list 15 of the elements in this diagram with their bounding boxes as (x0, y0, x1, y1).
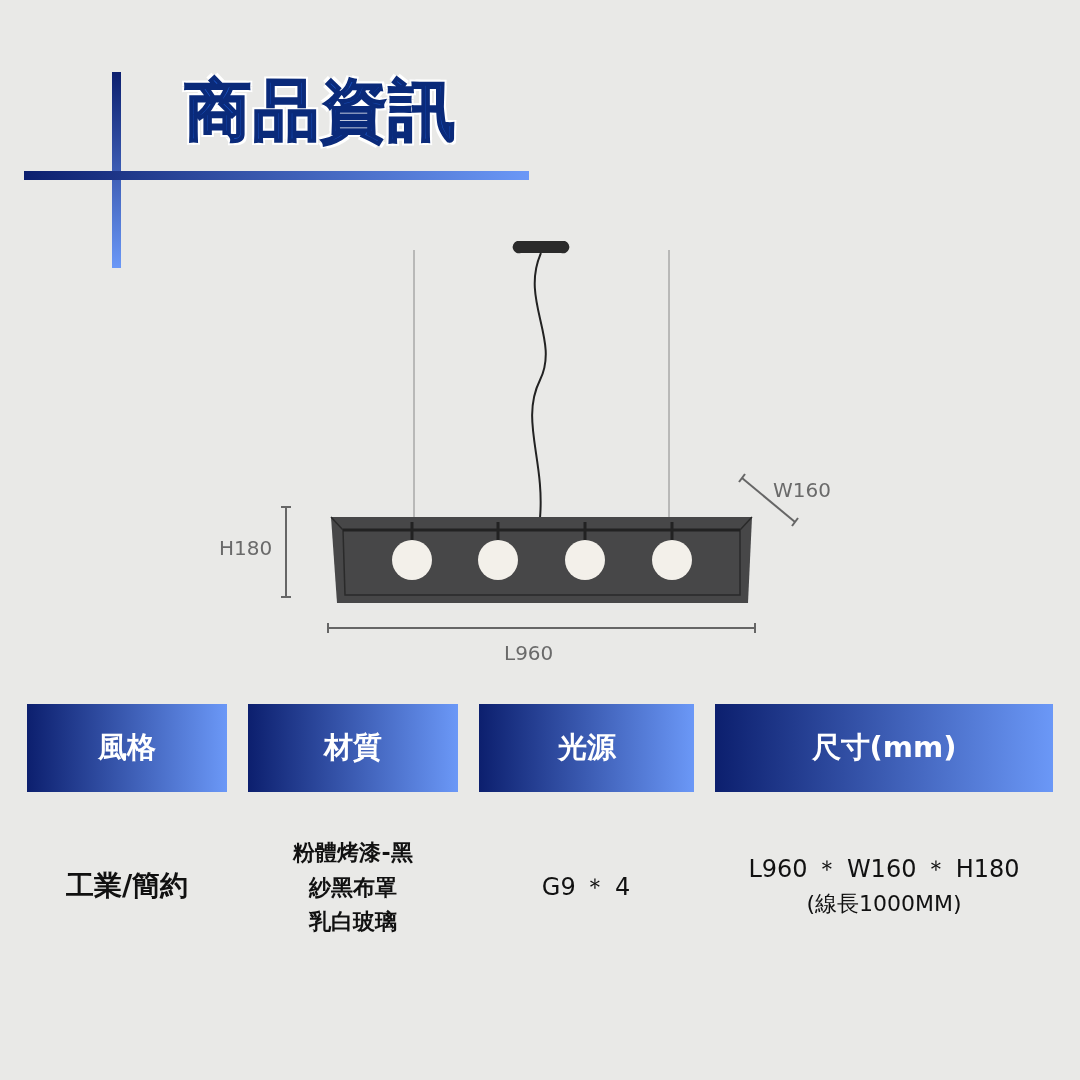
table-value: 粉體烤漆-黑 (293, 842, 413, 864)
table-value: L960 ＊ W160 ＊ H180 (748, 857, 1020, 881)
table-value: (線長1000MM) (806, 893, 962, 915)
table-header: 材質 (248, 704, 458, 792)
table-header: 風格 (27, 704, 227, 792)
page-title: 商品資訊 (185, 78, 457, 144)
table-value: 乳白玻璃 (309, 911, 397, 933)
table-value: G9 ＊ 4 (541, 875, 631, 899)
table-header: 光源 (479, 704, 694, 792)
table-header: 尺寸(mm) (715, 704, 1053, 792)
dimension-label: L960 (504, 643, 554, 663)
table-value: 紗黑布罩 (309, 877, 397, 899)
dimension-label: H180 (219, 538, 273, 558)
table-value: 工業/簡約 (65, 872, 189, 900)
dimension-label: W160 (773, 480, 831, 500)
